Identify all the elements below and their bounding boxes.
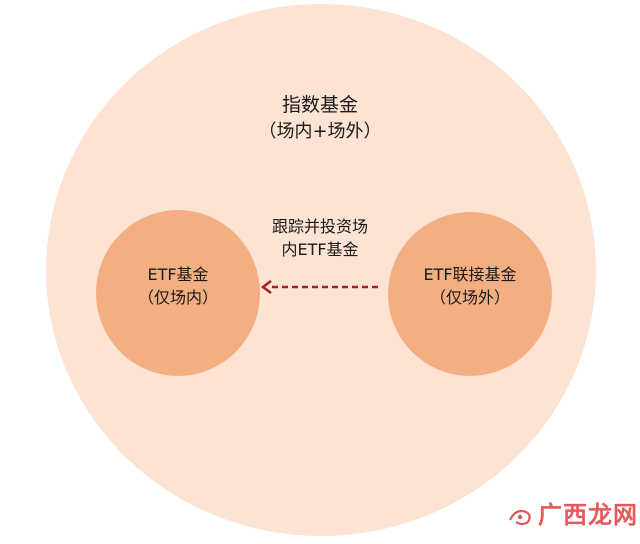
etf-fund-label: ETF基金 bbox=[147, 265, 209, 284]
etf-fund-sublabel: （仅场内） bbox=[137, 288, 218, 307]
arrow-label-line1: 跟踪并投资场 bbox=[271, 217, 368, 236]
watermark-text: 广西龙网 bbox=[538, 501, 638, 529]
watermark: 广西龙网 bbox=[508, 496, 638, 536]
arrow-label-line2: 内ETF基金 bbox=[281, 240, 359, 259]
etf-feeder-fund-sublabel: （仅场外） bbox=[429, 288, 510, 307]
outer-circle-title: 指数基金 bbox=[281, 94, 358, 116]
watermark-logo-icon bbox=[509, 509, 531, 526]
etf-fund-circle bbox=[96, 210, 260, 376]
dashed-arrow bbox=[260, 280, 382, 294]
etf-feeder-fund-circle bbox=[388, 212, 552, 376]
etf-feeder-fund-label: ETF联接基金 bbox=[423, 265, 517, 284]
arrow-head-icon bbox=[260, 280, 272, 294]
outer-circle-subtitle: （场内+场外） bbox=[258, 121, 382, 142]
